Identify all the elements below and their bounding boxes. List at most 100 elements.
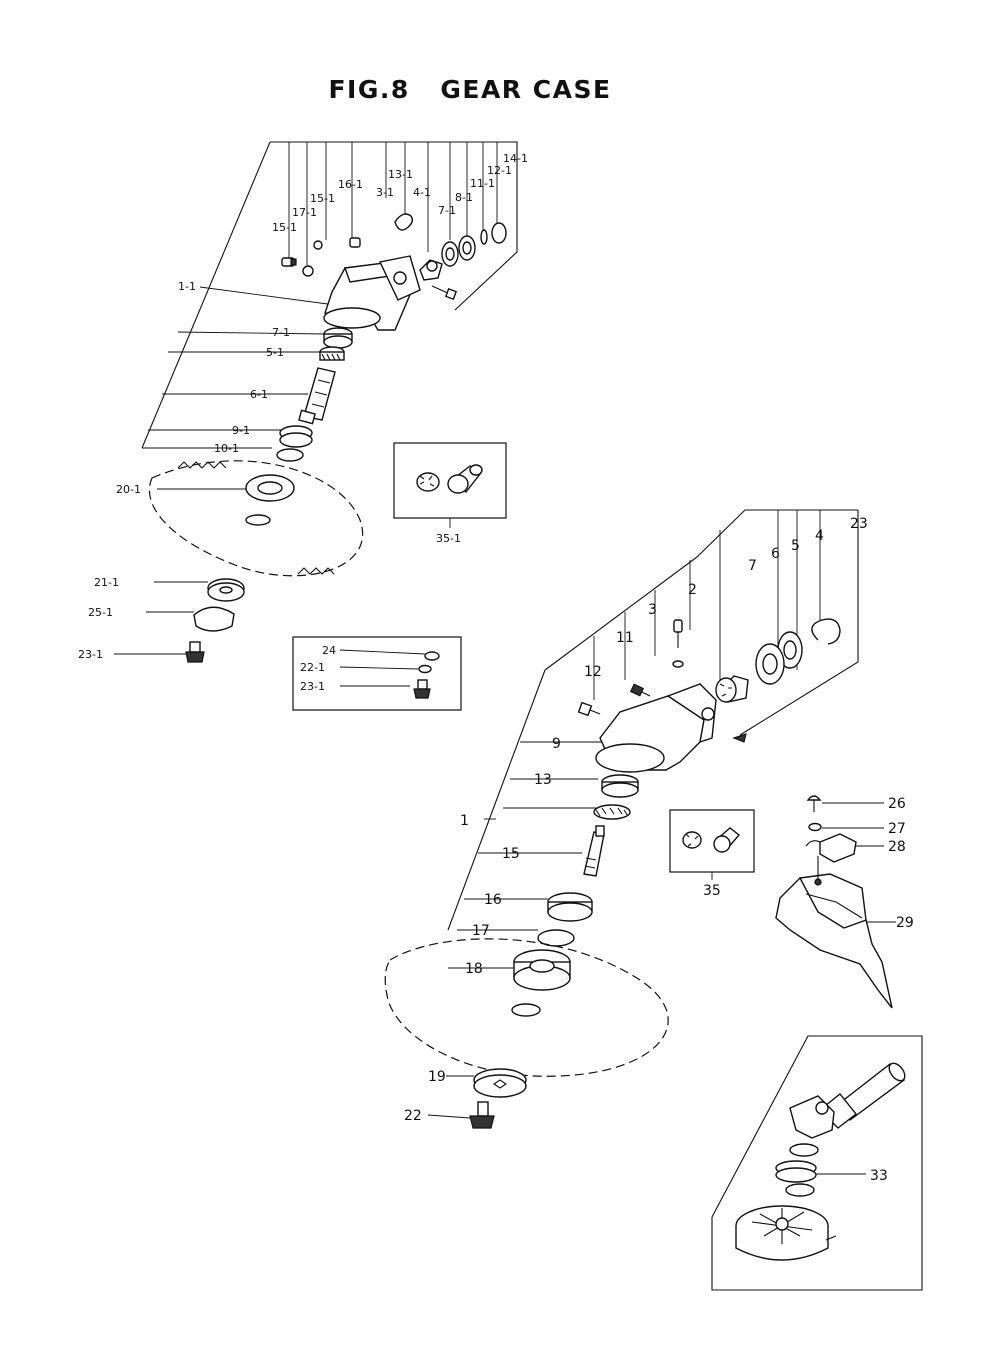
washer-part-27 <box>808 822 822 832</box>
label-5-1: 5-1 <box>266 346 284 359</box>
washer-part-24 <box>424 651 440 661</box>
bearing-part-13 <box>601 774 639 798</box>
label-8-1: 8-1 <box>455 191 473 204</box>
trimmer-head-inset-33: 33 <box>711 1035 923 1291</box>
bolt-part-23-1-inset <box>413 679 431 699</box>
bolt-part-11 <box>629 683 651 697</box>
inset-box-washers: 24 22-1 23-1 <box>292 636 462 711</box>
label-18: 18 <box>465 961 483 977</box>
label-1-1: 1-1 <box>178 280 196 293</box>
label-14-1: 14-1 <box>503 152 528 165</box>
nut-part-17-1 <box>302 265 314 277</box>
label-2: 2 <box>688 582 697 598</box>
label-12: 12 <box>584 664 602 680</box>
label-29: 29 <box>896 915 914 931</box>
label-4: 4 <box>815 528 824 544</box>
label-28: 28 <box>888 839 906 855</box>
washer-part-33 <box>775 1167 817 1183</box>
label-11: 11 <box>616 630 634 646</box>
label-16-1: 16-1 <box>338 178 363 191</box>
label-3: 3 <box>648 602 657 618</box>
nylon-trimmer-head <box>735 1205 837 1261</box>
label-20-1: 20-1 <box>116 483 141 496</box>
bolt-part-15-1 <box>281 257 297 267</box>
label-10-1: 10-1 <box>214 442 239 455</box>
label-9: 9 <box>552 736 561 752</box>
label-4-1: 4-1 <box>413 186 431 199</box>
bearing-part-7-1 <box>441 241 459 267</box>
bevel-gear-part-1 <box>593 804 631 820</box>
label-15-1-b: 15-1 <box>272 221 297 234</box>
pinion-gear-part-4-1 <box>419 259 443 281</box>
label-15: 15 <box>502 846 520 862</box>
bolt-part-23-1 <box>185 641 205 663</box>
snap-ring-part-12-1 <box>491 222 507 244</box>
bolt-part-12 <box>577 701 601 717</box>
upper-assembly: 14-1 12-1 11-1 13-1 8-1 16-1 3-1 4-1 7-1… <box>78 141 528 663</box>
blade-part-lower <box>384 938 669 1077</box>
bolt-part-13-1 <box>431 285 458 301</box>
label-33: 33 <box>870 1168 888 1184</box>
gear-pair-part-35 <box>682 827 741 853</box>
label-13: 13 <box>534 772 552 788</box>
label-25-1: 25-1 <box>88 606 113 619</box>
gear-case-housing-1-1 <box>323 255 421 331</box>
bearing-part-16 <box>547 892 593 922</box>
screw-part-26 <box>806 795 822 812</box>
label-17: 17 <box>472 923 490 939</box>
label-15-1-a: 15-1 <box>310 192 335 205</box>
pinion-gear-part-7 <box>715 675 749 703</box>
label-23-1-inset: 23-1 <box>300 680 325 693</box>
label-35-1: 35-1 <box>436 532 461 545</box>
label-1: 1 <box>460 813 469 829</box>
label-23: 23 <box>850 516 868 532</box>
bearing-part-9-1 <box>279 425 313 448</box>
label-21-1: 21-1 <box>94 576 119 589</box>
label-11-1: 11-1 <box>470 177 495 190</box>
label-17-1: 17-1 <box>292 206 317 219</box>
label-22-1: 22-1 <box>300 661 325 674</box>
label-22: 22 <box>404 1108 422 1124</box>
guard-assembly: 26 27 28 29 <box>775 795 914 1009</box>
inset-box-35-1: 35-1 <box>393 442 507 545</box>
bearing-part-6 <box>755 643 785 685</box>
gasket-part-3-1 <box>394 213 414 231</box>
label-9-1: 9-1 <box>232 424 250 437</box>
label-6: 6 <box>771 546 780 562</box>
label-7: 7 <box>748 558 757 574</box>
cover-part-25-1 <box>193 606 235 632</box>
washer-part-19 <box>473 1068 527 1098</box>
label-3-1: 3-1 <box>376 186 394 199</box>
label-6-1: 6-1 <box>250 388 268 401</box>
shaft-part-6-1 <box>298 367 336 425</box>
label-7-1: 7-1 <box>272 326 290 339</box>
gear-head <box>789 1095 835 1139</box>
label-23-1: 23-1 <box>78 648 103 661</box>
bearing-part-7-1-lower <box>323 327 353 349</box>
label-12-1: 12-1 <box>487 164 512 177</box>
snap-ring-part-4 <box>811 618 841 645</box>
blade-holder-part-18 <box>513 949 571 991</box>
label-35: 35 <box>703 883 721 899</box>
washer-part-21-1 <box>207 578 245 602</box>
gear-pair-part-35-1 <box>416 464 483 494</box>
bolt-part-22 <box>469 1101 495 1129</box>
clamp-part-28 <box>805 833 857 863</box>
gear-part-5-1 <box>319 346 345 361</box>
plug-part-16-1 <box>349 237 361 248</box>
label-27: 27 <box>888 821 906 837</box>
inset-box-35: 35 <box>669 809 755 899</box>
label-7-1-top: 7-1 <box>438 204 456 217</box>
ring-part-10-1 <box>276 448 304 462</box>
lower-assembly: 23 4 5 6 7 2 3 11 12 9 13 1 15 16 17 18 … <box>384 509 868 1129</box>
washer-part-3 <box>672 660 684 668</box>
shaft-part-15 <box>583 825 605 877</box>
label-5: 5 <box>791 538 800 554</box>
guard-part-29 <box>775 856 893 1009</box>
bearing-part-8-1 <box>458 235 476 261</box>
figure-title: FIG.8 GEAR CASE <box>328 75 611 104</box>
washer-part-15-1 <box>313 240 323 250</box>
bolt-part-2 <box>673 619 683 648</box>
spacer-part-lower <box>785 1183 815 1197</box>
